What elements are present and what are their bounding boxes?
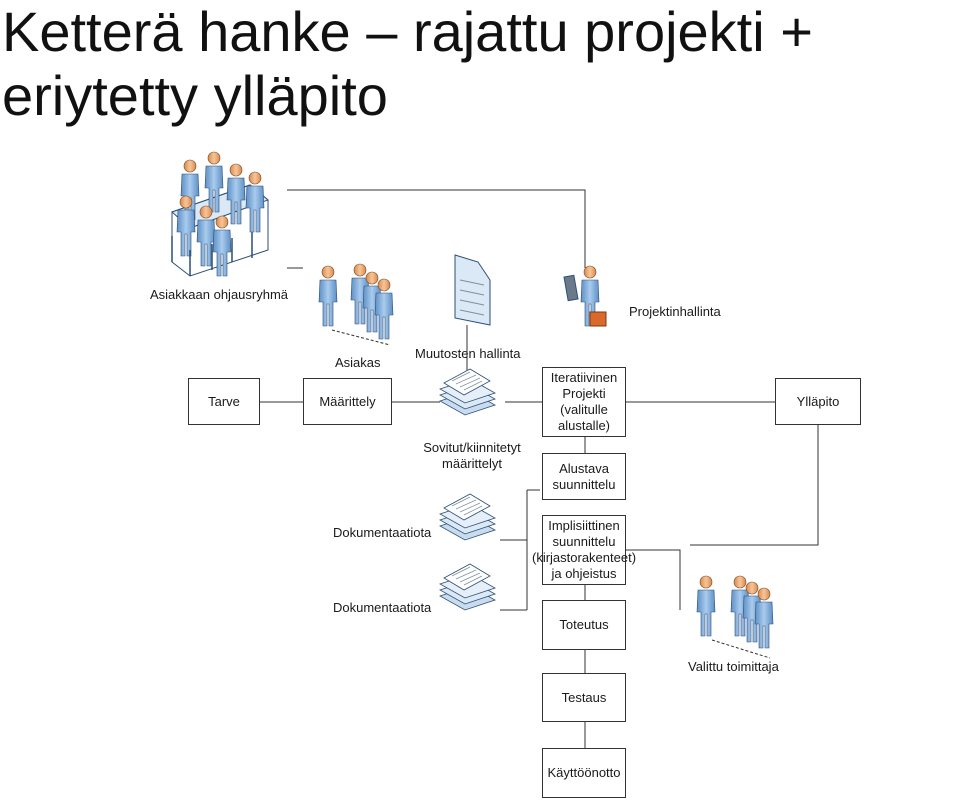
label-steering-group: Asiakkaan ohjausryhmä bbox=[150, 287, 289, 302]
box-testing: Testaus bbox=[542, 673, 626, 722]
project-manager-icon bbox=[563, 265, 607, 327]
box-implementation-label: Toteutus bbox=[559, 617, 609, 632]
label-documentation-1: Dokumentaatiota bbox=[333, 525, 432, 540]
label-fitted-specs: Sovitut/kiinnitetyt määrittelyt bbox=[417, 440, 527, 472]
box-deployment-label: Käyttöönotto bbox=[547, 765, 621, 780]
label-vendor: Valittu toimittaja bbox=[688, 659, 779, 674]
label-fitted-specs-line-2: määrittelyt bbox=[442, 456, 502, 471]
box-initial-design-line-1: Alustava bbox=[559, 460, 609, 476]
box-need-label: Tarve bbox=[208, 393, 240, 409]
box-maintenance: Ylläpito bbox=[775, 378, 861, 425]
box-definition: Määrittely bbox=[303, 378, 392, 425]
box-implicit-line-2: suunnittelu bbox=[552, 534, 616, 549]
vendor-people-icon bbox=[696, 575, 774, 659]
customer-people-icon bbox=[318, 263, 394, 346]
box-implicit-line-3: (kirjastorakenteet) bbox=[531, 550, 637, 565]
label-change-management: Muutosten hallinta bbox=[415, 346, 521, 361]
box-iterative-line-3: (valitulle bbox=[560, 402, 608, 417]
box-iterative-line-1: Iteratiivinen bbox=[550, 370, 618, 385]
connector-lines bbox=[260, 189, 819, 748]
line-docs-join bbox=[526, 489, 540, 610]
box-deployment: Käyttöönotto bbox=[542, 748, 626, 798]
label-project-management: Projektinhallinta bbox=[629, 304, 721, 319]
specs-document-stack-icon bbox=[439, 368, 496, 416]
steering-group-icon bbox=[171, 151, 269, 277]
box-implementation: Toteutus bbox=[542, 600, 626, 650]
box-implicit-line-1: Implisiittinen bbox=[548, 518, 620, 533]
box-iterative-project: Iteratiivinen Projekti (valitulle alusta… bbox=[542, 367, 626, 437]
document-icon bbox=[454, 254, 491, 326]
line-steering-to-right bbox=[287, 189, 586, 268]
box-implicit-design: Implisiittinen suunnittelu (kirjastorake… bbox=[532, 515, 636, 585]
slide-title-line-1: Ketterä hanke – rajattu projekti + bbox=[2, 0, 813, 63]
box-iterative-line-4: alustalle) bbox=[557, 418, 611, 433]
box-testing-label: Testaus bbox=[561, 689, 607, 705]
box-initial-design-line-2: suunnittelu bbox=[552, 476, 616, 492]
slide-title-line-2: eriytetty ylläpito bbox=[2, 64, 388, 127]
box-iterative-line-2: Projekti bbox=[562, 386, 606, 401]
slide-title: Ketterä hanke – rajattu projekti + eriyt… bbox=[2, 0, 813, 128]
label-fitted-specs-line-1: Sovitut/kiinnitetyt bbox=[423, 440, 521, 455]
label-customer: Asiakas bbox=[335, 355, 381, 370]
box-definition-label: Määrittely bbox=[319, 393, 376, 409]
box-implicit-line-4: ja ohjeistus bbox=[551, 566, 617, 581]
documentation-stack-icon-1 bbox=[439, 493, 496, 541]
line-implicit-right bbox=[626, 549, 681, 610]
box-need: Tarve bbox=[188, 378, 260, 425]
box-maintenance-label: Ylläpito bbox=[796, 393, 840, 409]
label-documentation-2: Dokumentaatiota bbox=[333, 600, 432, 615]
documentation-stack-icon-2 bbox=[439, 563, 496, 611]
line-maintenance-down bbox=[690, 425, 819, 546]
box-initial-design: Alustava suunnittelu bbox=[542, 453, 626, 500]
